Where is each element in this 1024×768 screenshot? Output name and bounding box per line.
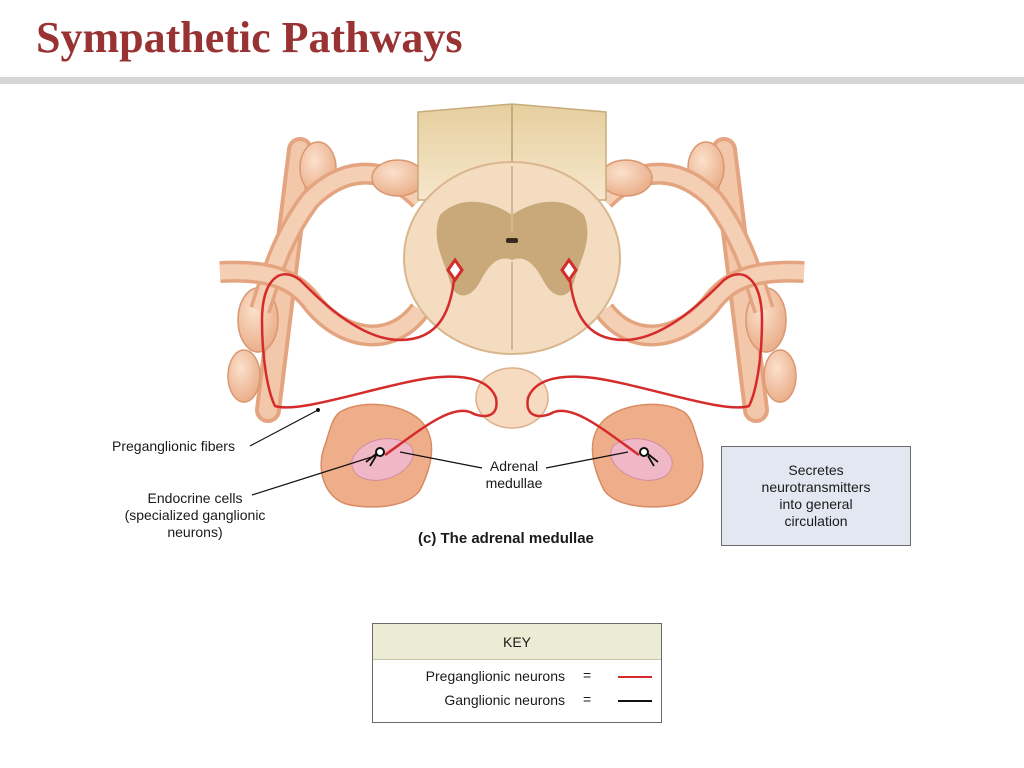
spinal-nerves <box>219 159 805 347</box>
endocrine-cells <box>365 447 659 467</box>
key-equals-preganglionic: = <box>583 667 592 683</box>
label-preganglionic-fibers: Preganglionic fibers <box>112 438 235 454</box>
slide-title: Sympathetic Pathways <box>36 13 463 62</box>
info-line3: into general <box>779 496 853 512</box>
gray-matter <box>436 201 588 296</box>
title-divider <box>0 77 1024 84</box>
figure-caption: (c) The adrenal medullae <box>418 530 594 547</box>
leader-lines <box>249 408 629 496</box>
key-equals-ganglionic: = <box>583 691 592 707</box>
key-label-preganglionic: Preganglionic neurons <box>425 668 565 684</box>
info-line4: circulation <box>784 513 848 529</box>
info-line2: neurotransmitters <box>761 479 871 495</box>
key-label-ganglionic: Ganglionic neurons <box>444 692 565 708</box>
spinal-cord <box>403 103 621 355</box>
legend-key: KEY Preganglionic neurons = Ganglionic n… <box>372 623 662 723</box>
secretion-info-box: Secretes neurotransmitters into general … <box>721 446 911 546</box>
key-swatch-preganglionic <box>618 676 652 678</box>
left-preganglionic-cell <box>446 257 464 283</box>
left-adrenal-medulla <box>351 438 414 481</box>
label-endocrine-line3: neurons) <box>167 524 223 540</box>
label-endocrine-cells: Endocrine cells (specialized ganglionic … <box>110 490 280 541</box>
label-adrenal-medullae: Adrenal medullae <box>478 458 550 492</box>
aorta <box>475 367 549 429</box>
info-line1: Secretes <box>788 462 844 478</box>
label-endocrine-line2: (specialized ganglionic <box>124 507 266 523</box>
right-preganglionic-cell <box>560 257 578 283</box>
key-row-preganglionic: Preganglionic neurons = <box>373 664 661 688</box>
key-heading: KEY <box>373 624 661 660</box>
key-row-ganglionic: Ganglionic neurons = <box>373 688 661 712</box>
label-endocrine-line1: Endocrine cells <box>147 490 243 506</box>
preganglionic-fibers <box>260 257 764 457</box>
right-adrenal-medulla <box>610 438 673 481</box>
right-adrenal-gland <box>591 403 704 508</box>
label-adrenal-line2: medullae <box>485 475 543 491</box>
key-swatch-ganglionic <box>618 700 652 702</box>
label-adrenal-line1: Adrenal <box>489 458 539 474</box>
